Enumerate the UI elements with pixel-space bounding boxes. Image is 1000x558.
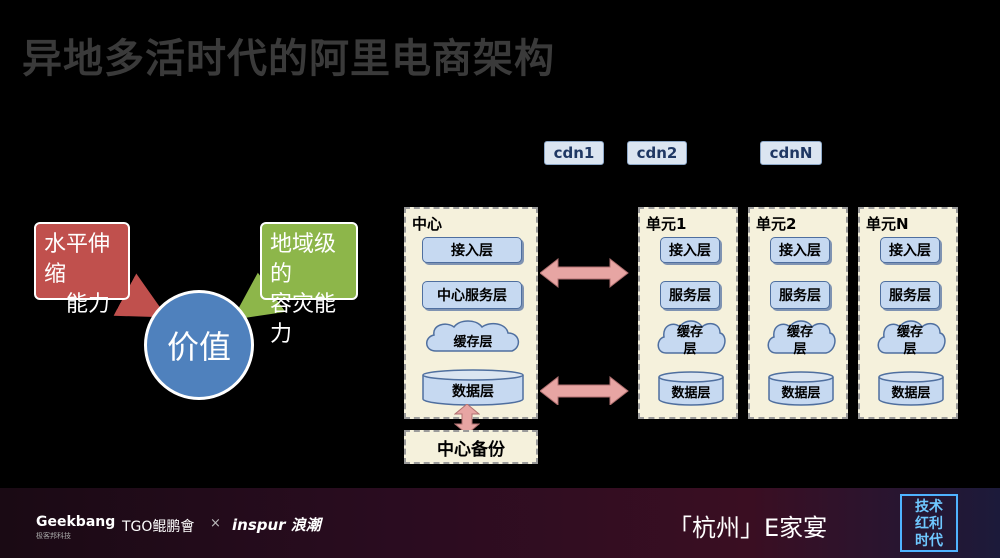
- unit-1-cache-cloud: [657, 320, 726, 354]
- disaster-recovery-line2: 容灾能力: [270, 292, 337, 347]
- horizontal-scaling-box: 水平伸缩 能力: [34, 222, 130, 317]
- center-cache-cloud: [426, 320, 520, 352]
- badge-line-3: 时代: [915, 533, 943, 549]
- unit-n-service-layer: 服务层: [880, 281, 940, 309]
- badge-line-2: 红利: [915, 516, 943, 532]
- unit-n-access-layer: 接入层: [880, 237, 940, 263]
- center-data-cylinder: [422, 369, 524, 406]
- inspur-logo: inspur 浪潮: [232, 516, 321, 534]
- badge-line-1: 技术: [915, 499, 943, 515]
- unit-1-cache-label-1: 缓存: [676, 325, 703, 340]
- center-data-label: 数据层: [452, 384, 494, 400]
- unit-n-cache-cloud: [877, 320, 946, 354]
- backup-arrow: [454, 404, 480, 434]
- tgo-logo: TGO鲲鹏會: [122, 519, 195, 535]
- unit-n-panel: 单元N 接入层 服务层 缓存 层 数据层: [858, 207, 958, 419]
- unit-1-title: 单元1: [646, 215, 687, 233]
- footer-bar: Geekbang 极客邦科技 TGO鲲鹏會 × inspur 浪潮 「杭州」E家…: [0, 488, 1000, 558]
- center-panel: 中心 接入层 中心服务层 缓存层 数据层: [404, 207, 538, 419]
- unit-1-data-label: 数据层: [671, 386, 711, 401]
- center-cache-label: 缓存层: [453, 335, 493, 350]
- unit-n-data-label: 数据层: [891, 386, 931, 401]
- unit-n-cache-label-2: 层: [903, 342, 917, 357]
- value-circle: 价值: [144, 290, 254, 400]
- unit-1-panel: 单元1 接入层 服务层 缓存 层 数据层: [638, 207, 738, 419]
- times-icon: ×: [210, 516, 221, 531]
- horizontal-scaling-line1: 水平伸缩: [44, 232, 111, 287]
- center-service-layer: 中心服务层: [422, 281, 522, 309]
- unit-2-access-layer: 接入层: [770, 237, 830, 263]
- horizontal-scaling-line2: 能力: [66, 292, 111, 317]
- geekbang-logo-sub: 极客邦科技: [36, 532, 71, 540]
- cdn-2: cdn2: [627, 141, 687, 165]
- disaster-recovery-box: 地域级的 容灾能力: [260, 222, 358, 347]
- unit-1-cache-label-2: 层: [683, 342, 697, 357]
- slide-title: 异地多活时代的阿里电商架构: [22, 36, 555, 82]
- unit-2-panel: 单元2 接入层 服务层 缓存 层 数据层: [748, 207, 848, 419]
- unit-2-cache-cloud: [767, 320, 836, 354]
- event-title: 「杭州」E家宴: [668, 514, 828, 542]
- center-panel-title: 中心: [412, 215, 443, 233]
- value-label: 价值: [166, 328, 231, 366]
- geekbang-logo: Geekbang 极客邦科技: [36, 514, 115, 541]
- unit-2-title: 单元2: [756, 215, 797, 233]
- unit-2-data-cylinder: [768, 371, 834, 406]
- unit-2-cache-label-1: 缓存: [786, 325, 813, 340]
- unit-n-title: 单元N: [866, 215, 909, 233]
- tech-dividend-badge: 技术 红利 时代: [900, 494, 958, 552]
- unit-n-cache-label-1: 缓存: [896, 325, 923, 340]
- cdn-1: cdn1: [544, 141, 604, 165]
- disaster-recovery-line1: 地域级的: [270, 232, 337, 287]
- unit-1-data-cylinder: [658, 371, 724, 406]
- geekbang-logo-text: Geekbang: [36, 514, 116, 530]
- unit-2-cache-label-2: 层: [793, 342, 807, 357]
- unit-1-service-layer: 服务层: [660, 281, 720, 309]
- unit-2-data-label: 数据层: [781, 386, 821, 401]
- unit-n-data-cylinder: [878, 371, 944, 406]
- cdn-n: cdnN: [760, 141, 822, 165]
- unit-2-service-layer: 服务层: [770, 281, 830, 309]
- sync-arrows: [540, 257, 629, 405]
- unit-1-access-layer: 接入层: [660, 237, 720, 263]
- center-backup: 中心备份: [404, 430, 538, 464]
- center-access-layer: 接入层: [422, 237, 522, 263]
